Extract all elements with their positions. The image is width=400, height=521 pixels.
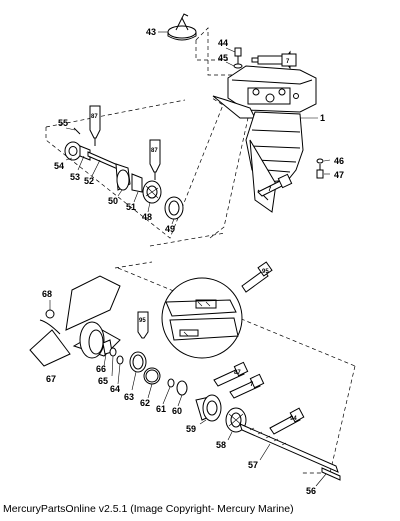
callout-46: 46	[334, 156, 344, 166]
callout-66: 66	[96, 364, 106, 374]
part-47-screw[interactable]	[316, 164, 324, 179]
grease-tube-87-upper[interactable]	[89, 105, 101, 146]
sealant-tube-7-housing[interactable]	[257, 173, 293, 197]
callout-50: 50	[108, 196, 118, 206]
part-59-bearing-carrier[interactable]	[195, 394, 222, 422]
callout-60: 60	[172, 406, 182, 416]
callout-51: 51	[126, 202, 136, 212]
tube-label-87-lower: 87	[234, 370, 241, 376]
tube-label-95-top: 95	[262, 269, 269, 275]
sealant-tube-94[interactable]	[269, 407, 305, 435]
callout-43: 43	[146, 27, 156, 37]
part-49-bearing-cup[interactable]	[164, 196, 184, 220]
callout-47: 47	[334, 170, 344, 180]
part-51-gear[interactable]	[131, 173, 143, 193]
callout-61: 61	[156, 404, 166, 414]
part-52-shift-rod[interactable]	[87, 151, 121, 171]
part-56-shaft-end[interactable]	[321, 467, 341, 481]
grease-tube-87-mid[interactable]	[149, 139, 161, 180]
callout-1: 1	[320, 113, 325, 123]
part-63-retainer[interactable]	[129, 351, 147, 373]
grease-tube-95-top[interactable]	[241, 261, 273, 293]
part-57-propeller-shaft[interactable]	[239, 423, 339, 473]
part-68-washer[interactable]	[45, 309, 55, 319]
callout-65: 65	[98, 376, 108, 386]
part-61-washer[interactable]	[167, 378, 175, 388]
part-55-pin[interactable]	[73, 127, 81, 135]
grease-tube-95-left[interactable]	[137, 311, 149, 339]
part-44-screw[interactable]	[234, 47, 242, 64]
callout-44: 44	[218, 38, 228, 48]
callout-56: 56	[306, 486, 316, 496]
tube-label-87-mid: 87	[151, 148, 158, 154]
sealant-tube-7-lower-a[interactable]	[213, 361, 249, 387]
part-43-anode[interactable]	[158, 13, 197, 41]
sealant-tube-7-top[interactable]	[251, 50, 297, 70]
part-54-bushing[interactable]	[64, 141, 82, 161]
part-64-thrust-washer[interactable]	[116, 355, 124, 365]
callout-53: 53	[70, 172, 80, 182]
callout-55: 55	[58, 118, 68, 128]
part-1-gear-housing[interactable]	[212, 65, 318, 213]
callout-57: 57	[248, 460, 258, 470]
callout-49: 49	[165, 224, 175, 234]
callout-labels: 43 44 45 1 55 54 53 52 50 51 48 49 46 47…	[42, 27, 344, 496]
callout-62: 62	[140, 398, 150, 408]
callout-54: 54	[54, 161, 64, 171]
callout-59: 59	[186, 424, 196, 434]
detail-zoom-circle	[161, 277, 243, 359]
tube-label-95-left: 95	[139, 318, 146, 324]
tube-labels: 7 87 87 7 95 95 87 7 94	[91, 59, 297, 422]
part-60-seal[interactable]	[176, 380, 188, 396]
tube-label-7-lower: 7	[250, 382, 254, 388]
part-45-washer[interactable]	[233, 63, 243, 69]
callout-67: 67	[46, 374, 56, 384]
callout-64: 64	[110, 384, 120, 394]
part-53-spring[interactable]	[79, 145, 91, 161]
leader-lines	[49, 47, 331, 487]
part-62-o-ring[interactable]	[143, 367, 161, 385]
callout-58: 58	[216, 440, 226, 450]
tube-label-7-top: 7	[286, 59, 290, 65]
tube-label-7-housing: 7	[268, 187, 272, 193]
callout-52: 52	[84, 176, 94, 186]
callout-63: 63	[124, 392, 134, 402]
part-50-clutch[interactable]	[115, 163, 131, 191]
tube-label-94: 94	[290, 416, 297, 422]
callout-68: 68	[42, 289, 52, 299]
tube-label-87-upper: 87	[91, 114, 98, 120]
callout-45: 45	[218, 53, 228, 63]
image-caption: MercuryPartsOnline v2.5.1 (Image Copyrig…	[3, 503, 294, 515]
part-46-washer[interactable]	[316, 158, 324, 164]
part-48-bearing[interactable]	[142, 180, 162, 204]
sealant-tube-7-lower-b[interactable]	[229, 373, 265, 399]
callout-48: 48	[142, 212, 152, 222]
part-65-cotter[interactable]	[109, 347, 117, 357]
